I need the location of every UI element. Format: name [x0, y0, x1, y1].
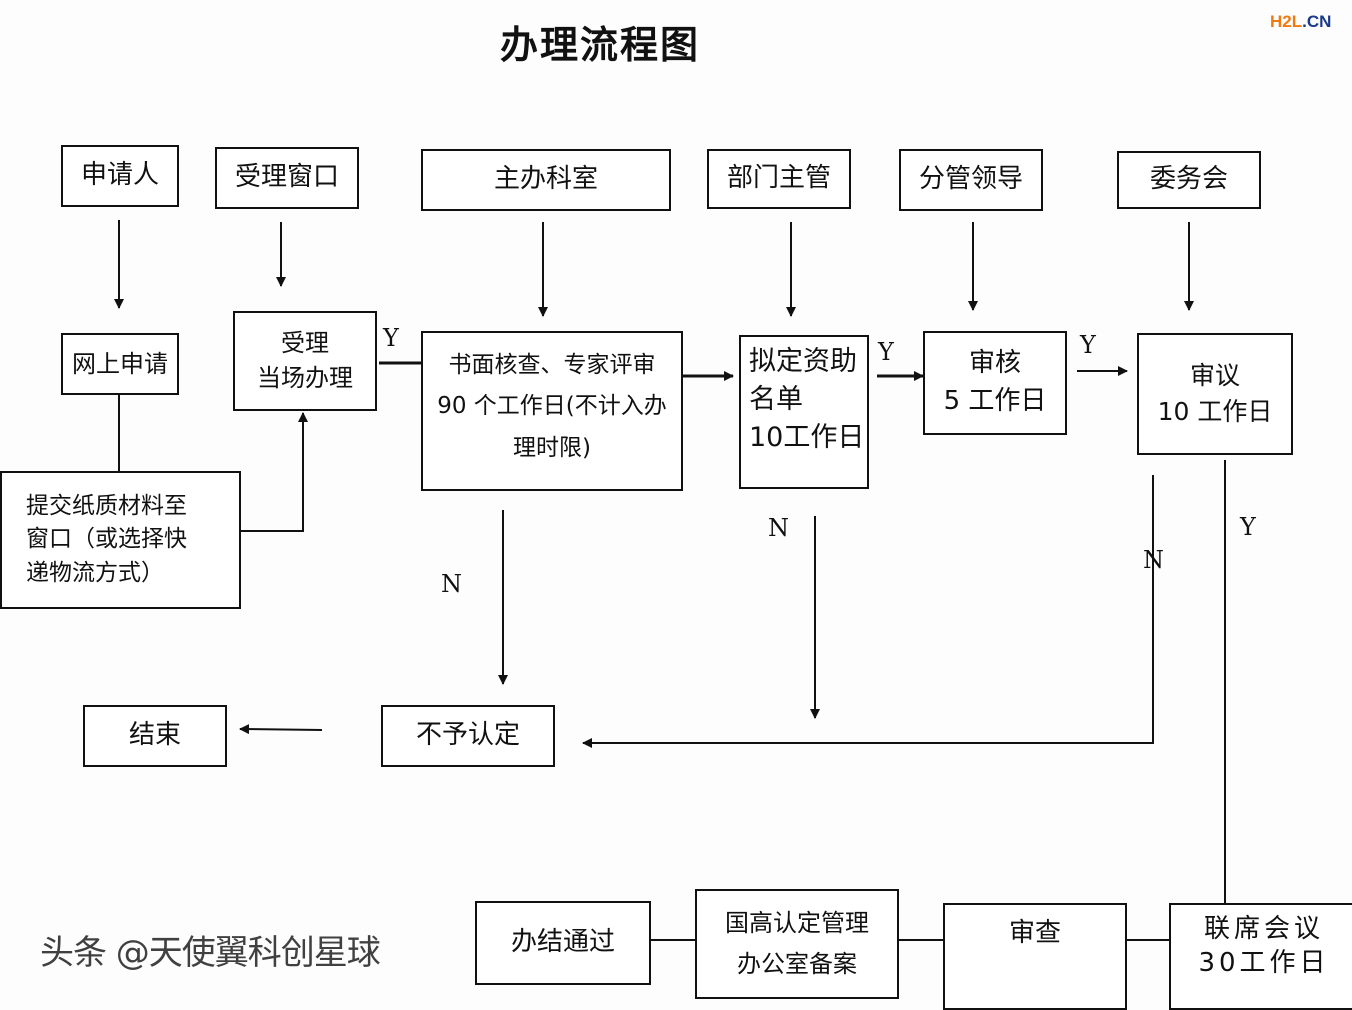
role-label: 委务会 [1149, 164, 1228, 195]
step-text: 理时限) [513, 434, 591, 461]
step-text: 90 个工作日(不计入办 [437, 393, 667, 420]
logo-text: H2L [1270, 12, 1303, 31]
step-text: 书面核查、专家评审 [448, 352, 656, 378]
diagram-title: 办理流程图 [500, 22, 701, 67]
step-text: 递物流方式） [26, 559, 164, 586]
step-examine: 审查 [943, 903, 1127, 1010]
step-audit: 审核 5 工作日 [923, 331, 1067, 435]
step-text: 当场办理 [257, 364, 353, 392]
watermark: 头条 @天使翼科创星球 [40, 933, 381, 973]
step-deliberate: 审议 10 工作日 [1137, 333, 1293, 455]
arrow-reject-end [239, 724, 323, 735]
role-label: 分管领导 [918, 164, 1023, 195]
role-label: 部门主管 [726, 163, 831, 194]
step-text: 办公室备案 [737, 950, 857, 978]
step-text: 名单 [749, 383, 803, 415]
role-label: 主办科室 [493, 164, 598, 195]
role-applicant: 申请人 [61, 145, 179, 207]
step-paper-submit: 提交纸质材料至窗口（或选择快递物流方式） [0, 471, 241, 609]
role-leader: 分管领导 [899, 149, 1043, 211]
label-yes: Y [383, 324, 399, 352]
site-logo: H2L.CN [1270, 12, 1331, 32]
step-draft-list: 拟定资助名单 10工作日 [739, 335, 869, 489]
step-text: 国高认定管理 [725, 909, 869, 938]
role-committee: 委务会 [1117, 151, 1261, 209]
role-dept-head: 部门主管 [707, 149, 851, 209]
step-text: 10工作日 [749, 421, 865, 453]
label-yes: Y [878, 338, 894, 366]
label-no: N [1143, 546, 1164, 574]
step-text: 办结通过 [510, 927, 615, 958]
step-text: 30工作日 [1198, 947, 1330, 978]
role-window: 受理窗口 [215, 147, 359, 209]
step-text: 审核 [968, 348, 1021, 379]
step-text: 10 工作日 [1157, 397, 1273, 426]
label-no: N [768, 514, 789, 542]
step-filing: 国高认定管理办公室备案 [695, 889, 899, 999]
step-end: 结束 [83, 705, 227, 767]
step-pass: 办结通过 [475, 901, 651, 985]
step-text: 结束 [128, 720, 181, 751]
step-text: 提交纸质材料至 [26, 492, 187, 519]
step-text: 网上申请 [72, 349, 168, 378]
arrow-deliberate-reject [582, 475, 1154, 748]
role-label: 申请人 [80, 160, 159, 191]
label-yes: Y [1080, 331, 1096, 359]
role-host-office: 主办科室 [421, 149, 671, 211]
step-text: 审查 [1008, 918, 1061, 948]
role-label: 受理窗口 [234, 162, 339, 193]
step-text: 窗口（或选择快 [26, 526, 187, 553]
step-online-apply: 网上申请 [61, 333, 179, 395]
step-review: 书面核查、专家评审 90 个工作日(不计入办理时限) [421, 331, 683, 491]
label-yes: Y [1240, 513, 1256, 541]
label-no: N [441, 570, 462, 598]
step-text: 审议 [1189, 360, 1240, 390]
step-text: 5 工作日 [943, 386, 1047, 416]
step-reject: 不予认定 [381, 705, 555, 767]
arrow-paper-accept [241, 412, 308, 532]
step-text: 拟定资助 [749, 346, 857, 377]
step-text: 受理 [281, 329, 329, 358]
step-text: 联席会议 [1203, 914, 1324, 944]
step-accept: 受理当场办理 [233, 311, 377, 411]
logo-text: .CN [1302, 12, 1332, 31]
step-text: 不予认定 [415, 720, 520, 751]
